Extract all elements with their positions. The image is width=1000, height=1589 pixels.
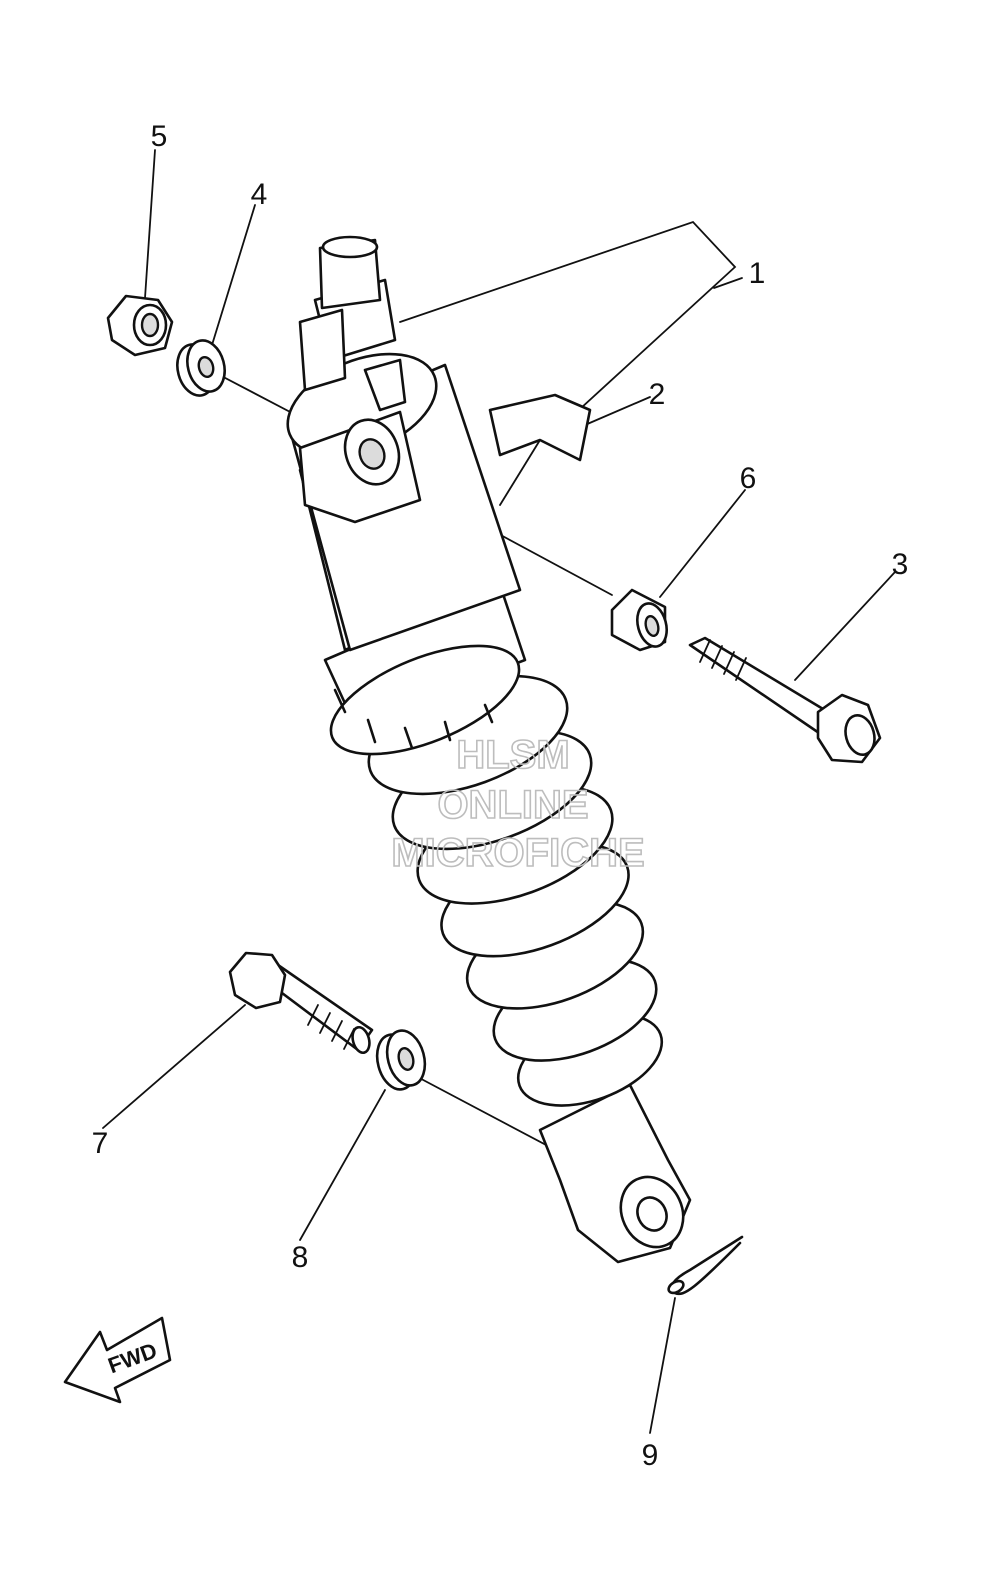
part-8-washer bbox=[375, 1029, 427, 1091]
coil-spring bbox=[367, 674, 664, 1107]
watermark-line-1: HLSM bbox=[456, 733, 569, 777]
callout-9: 9 bbox=[642, 1439, 659, 1472]
watermark: HLSM ONLINE MICROFICHE bbox=[391, 732, 646, 876]
callout-2: 2 bbox=[649, 378, 666, 411]
part-9-cotter-pin bbox=[667, 1235, 744, 1296]
shock-absorber-body bbox=[286, 235, 692, 1264]
watermark-line-2: ONLINE bbox=[437, 783, 588, 827]
part-4-washer bbox=[176, 339, 226, 397]
part-5-nut bbox=[106, 294, 174, 357]
part-6-collar bbox=[610, 588, 668, 652]
callout-8: 8 bbox=[292, 1241, 309, 1274]
callout-1: 1 bbox=[749, 257, 766, 290]
callout-5: 5 bbox=[151, 120, 168, 153]
part-2-adjuster bbox=[488, 393, 592, 506]
watermark-line-3: MICROFICHE bbox=[391, 831, 644, 875]
fwd-arrow: FWD bbox=[63, 1316, 172, 1404]
callout-labels: 1 2 3 4 5 6 7 8 9 bbox=[92, 120, 909, 1472]
callout-6: 6 bbox=[740, 462, 757, 495]
callout-7: 7 bbox=[92, 1127, 109, 1160]
callout-3: 3 bbox=[892, 548, 909, 581]
callout-4: 4 bbox=[251, 178, 268, 211]
part-3-bolt bbox=[688, 636, 882, 764]
part-7-bolt bbox=[228, 951, 374, 1055]
